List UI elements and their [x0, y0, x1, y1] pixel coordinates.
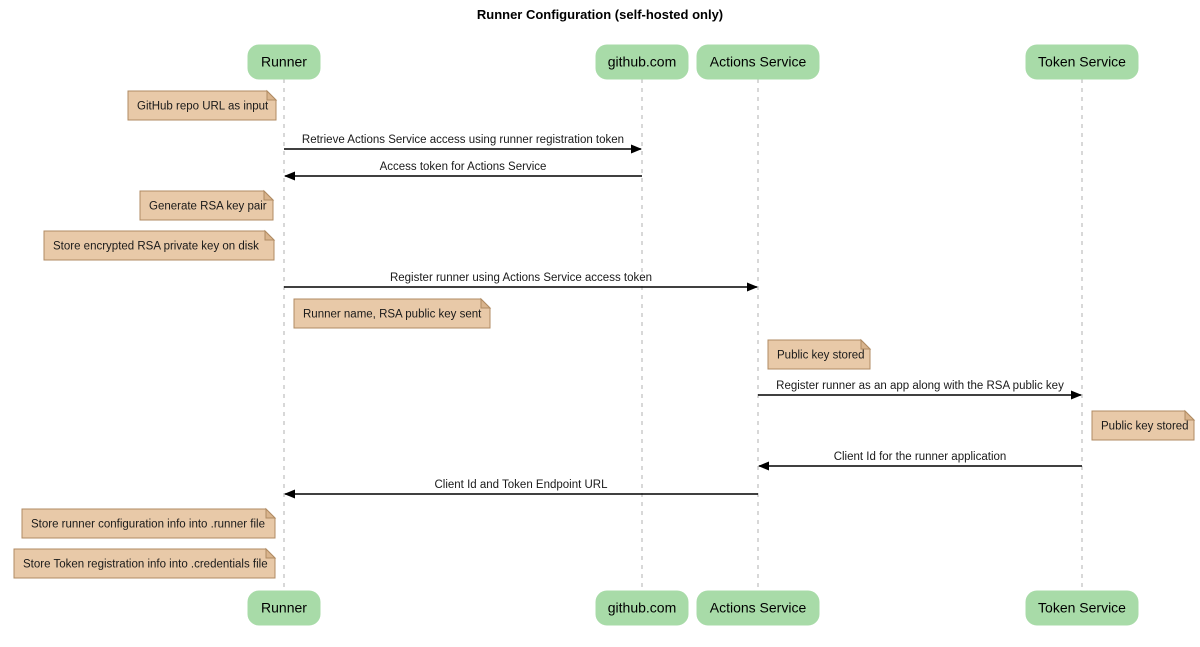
note-github-repo-url: GitHub repo URL as input [127, 89, 278, 121]
note-store-private-fold-icon [264, 229, 276, 241]
msg-register-app-label: Register runner as an app along with the… [776, 380, 1064, 392]
participants-bottom-layer: Runner github.com Actions Service Token Ser… [247, 590, 1139, 626]
participant-box-actions [696, 44, 820, 80]
note-pubkey-actions-body [767, 339, 871, 370]
participant-token-top[interactable]: Token Service [1025, 44, 1139, 80]
note-github-repo-url-label: GitHub repo URL as input [137, 101, 269, 113]
diagram-title: Runner Configuration (self-hosted only) [477, 7, 723, 22]
participant-runner-bottom[interactable]: Runner [247, 590, 321, 626]
note-generate-rsa-fold-icon [263, 189, 275, 201]
note-pubkey-token-body [1091, 410, 1195, 441]
note-store-private: Store encrypted RSA private key on disk [43, 229, 276, 261]
participant-actions-top[interactable]: Actions Service [696, 44, 820, 80]
msg-retrieve-access: Retrieve Actions Service access using ru… [284, 134, 642, 154]
msg-client-id-label: Client Id for the runner application [834, 451, 1007, 463]
participant-box-actions [696, 590, 820, 626]
msg-client-id-endpoint: Client Id and Token Endpoint URL [284, 479, 758, 499]
note-pubkey-actions: Public key stored [767, 338, 872, 370]
participant-label-actions: Actions Service [710, 600, 807, 616]
note-store-runner-cfg: Store runner configuration info into .ru… [21, 507, 277, 539]
note-pubkey-token-fold-icon [1184, 409, 1196, 421]
participant-label-runner: Runner [261, 600, 307, 616]
msg-access-token-label: Access token for Actions Service [380, 161, 547, 173]
note-store-token-reg-body [13, 548, 276, 579]
participant-box-runner [247, 44, 321, 80]
msg-register-runner: Register runner using Actions Service ac… [284, 272, 758, 292]
note-runner-name: Runner name, RSA public key sent [293, 297, 492, 329]
note-store-runner-cfg-body [21, 508, 276, 539]
participant-github-bottom[interactable]: github.com [595, 590, 689, 626]
msg-register-app: Register runner as an app along with the… [758, 380, 1082, 400]
participant-box-runner [247, 590, 321, 626]
note-store-token-reg-fold-icon [265, 547, 277, 559]
msg-retrieve-access-label: Retrieve Actions Service access using ru… [302, 134, 624, 146]
note-pubkey-token-label: Public key stored [1101, 421, 1189, 433]
participant-label-github: github.com [608, 600, 676, 616]
participant-label-actions: Actions Service [710, 54, 807, 70]
note-github-repo-url-fold-icon [266, 89, 278, 101]
msg-client-id-endpoint-label: Client Id and Token Endpoint URL [434, 479, 608, 491]
participant-label-github: github.com [608, 54, 676, 70]
participant-box-token [1025, 44, 1139, 80]
note-github-repo-url-body [127, 90, 277, 121]
participant-token-bottom[interactable]: Token Service [1025, 590, 1139, 626]
participant-actions-bottom[interactable]: Actions Service [696, 590, 820, 626]
participant-label-token: Token Service [1038, 600, 1126, 616]
msg-register-runner-label: Register runner using Actions Service ac… [390, 272, 652, 284]
note-pubkey-actions-fold-icon [860, 338, 872, 350]
note-store-token-reg-label: Store Token registration info into .cred… [23, 559, 268, 571]
participant-box-github [595, 590, 689, 626]
note-generate-rsa: Generate RSA key pair [139, 189, 275, 221]
note-runner-name-label: Runner name, RSA public key sent [303, 309, 482, 321]
note-store-runner-cfg-fold-icon [265, 507, 277, 519]
participant-label-runner: Runner [261, 54, 307, 70]
note-pubkey-actions-label: Public key stored [777, 350, 865, 362]
participant-github-top[interactable]: github.com [595, 44, 689, 80]
participant-box-github [595, 44, 689, 80]
participant-runner-top[interactable]: Runner [247, 44, 321, 80]
msg-client-id: Client Id for the runner application [758, 451, 1082, 471]
note-store-token-reg: Store Token registration info into .cred… [13, 547, 277, 579]
note-runner-name-body [293, 298, 491, 329]
note-generate-rsa-label: Generate RSA key pair [149, 201, 267, 213]
note-store-private-body [43, 230, 275, 261]
note-store-runner-cfg-label: Store runner configuration info into .ru… [31, 519, 265, 531]
note-store-private-label: Store encrypted RSA private key on disk [53, 241, 259, 253]
participant-label-token: Token Service [1038, 54, 1126, 70]
msg-access-token: Access token for Actions Service [284, 161, 642, 181]
participants-top-layer: Runner github.com Actions Service Token Ser… [247, 44, 1139, 80]
messages-layer: Retrieve Actions Service access using ru… [284, 134, 1082, 499]
note-pubkey-token: Public key stored [1091, 409, 1196, 441]
note-runner-name-fold-icon [480, 297, 492, 309]
lifelines-layer [283, 79, 1083, 590]
note-generate-rsa-body [139, 190, 274, 221]
participant-box-token [1025, 590, 1139, 626]
